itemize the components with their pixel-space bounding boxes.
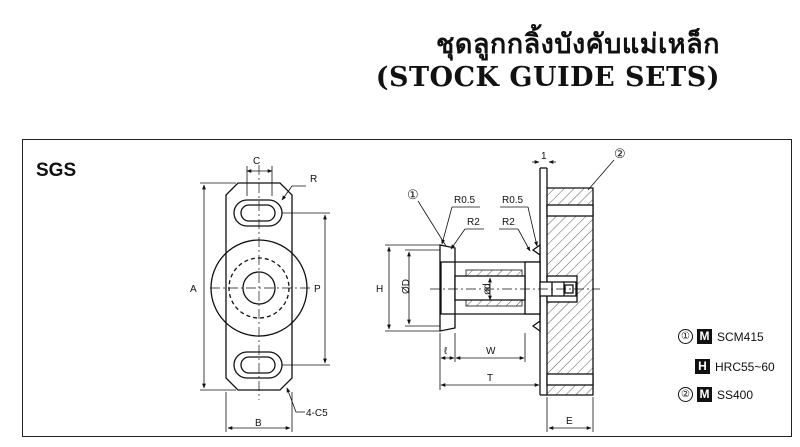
- dim-one-label: 1: [541, 151, 547, 162]
- material-row-2: H HRC55~60: [695, 359, 775, 374]
- product-code: SGS: [36, 160, 77, 181]
- part-1-marker: ①: [407, 187, 419, 202]
- material-badge: M: [697, 329, 712, 344]
- dim-h-label: H: [376, 284, 383, 295]
- dim-t-label: T: [487, 373, 493, 384]
- dim-b-label: B: [255, 418, 262, 429]
- material-name: SS400: [717, 387, 754, 402]
- material-row-1: ① M SCM415: [678, 329, 764, 344]
- chamfer-label: 4-C5: [306, 408, 328, 419]
- part-marker: ②: [678, 387, 693, 402]
- r05-left-label: R0.5: [454, 195, 476, 206]
- dim-c-label: C: [253, 156, 260, 167]
- front-view: [210, 165, 310, 400]
- page-title-english: (STOCK GUIDE SETS): [375, 62, 720, 93]
- drawing-frame: [22, 139, 792, 437]
- material-name: SCM415: [717, 329, 764, 344]
- part-2-marker: ②: [614, 146, 626, 161]
- part-marker: ①: [678, 329, 693, 344]
- radius-r-label: R: [310, 174, 317, 185]
- dim-p-label: P: [314, 284, 321, 295]
- dim-a-label: A: [190, 284, 197, 295]
- hardness-badge: H: [695, 359, 710, 374]
- front-view-outline: [225, 182, 293, 391]
- r2-right-label: R2: [502, 217, 515, 228]
- r2-left-label: R2: [467, 217, 480, 228]
- r05-right-label: R0.5: [502, 195, 524, 206]
- page-title-thai: ชุดลูกกลิ้งบังคับแม่เหล็ก: [436, 29, 720, 60]
- material-badge: M: [697, 387, 712, 402]
- dim-l-label: ℓ: [444, 346, 448, 357]
- dim-w-label: W: [486, 346, 496, 357]
- material-name: HRC55~60: [715, 359, 775, 374]
- material-row-3: ② M SS400: [678, 387, 753, 402]
- dim-d-label: ød: [482, 283, 493, 295]
- dim-e-label: E: [566, 416, 573, 427]
- dim-od-label: ØD: [401, 279, 412, 294]
